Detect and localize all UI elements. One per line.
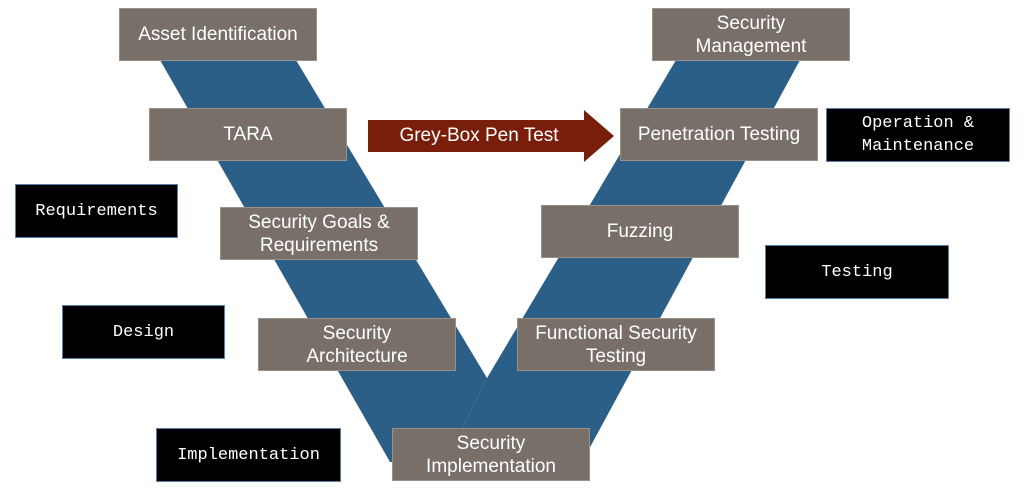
tara-box: TARA: [149, 108, 347, 161]
arrow-label: Grey-Box Pen Test: [399, 125, 559, 146]
asset-identification-box: Asset Identification: [119, 8, 317, 61]
fuzzing-box: Fuzzing: [541, 205, 739, 258]
arrow-right-icon: [368, 110, 614, 162]
security-management-box: Security Management: [652, 8, 850, 61]
penetration-testing-box: Penetration Testing: [620, 108, 818, 161]
phase-requirements-label: Requirements: [15, 184, 178, 238]
phase-operation-maintenance-label: Operation & Maintenance: [826, 108, 1010, 162]
phase-design-label: Design: [62, 305, 225, 359]
grey-box-pen-test-arrow: Grey-Box Pen Test: [368, 110, 616, 162]
security-goals-requirements-box: Security Goals & Requirements: [220, 207, 418, 260]
phase-implementation-label: Implementation: [156, 428, 341, 482]
security-architecture-box: Security Architecture: [258, 318, 456, 371]
security-implementation-box: Security Implementation: [392, 428, 590, 481]
phase-testing-label: Testing: [765, 245, 949, 299]
functional-security-testing-box: Functional Security Testing: [517, 318, 715, 371]
